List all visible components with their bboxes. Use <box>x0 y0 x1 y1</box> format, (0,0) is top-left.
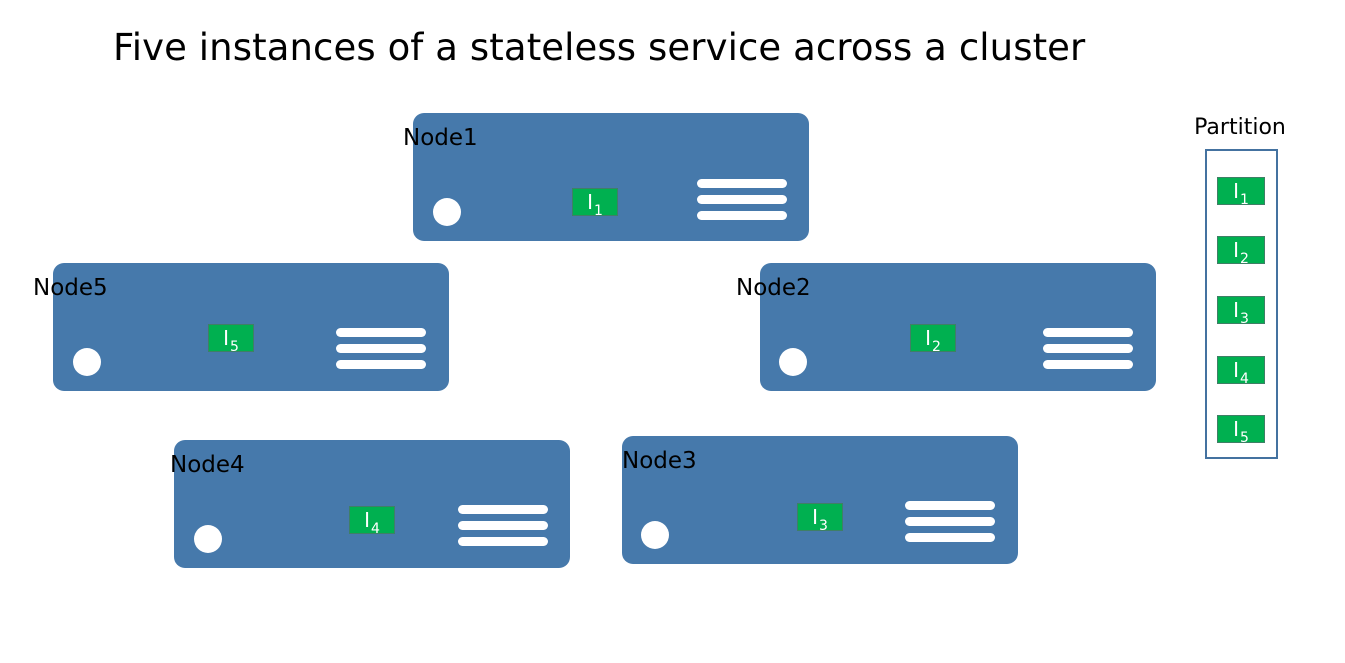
instance-index: 3 <box>1239 311 1249 324</box>
instance-index: 2 <box>931 339 941 352</box>
power-indicator-icon <box>779 348 807 376</box>
node-label: Node4 <box>170 452 245 478</box>
instance-letter: I <box>1233 358 1239 382</box>
partition-box: I1 I2 I3 I4 I5 <box>1205 149 1278 459</box>
instance-badge: I2 <box>910 324 956 352</box>
partition-instance-3: I3 <box>1217 296 1265 324</box>
server-slots-icon <box>1043 328 1133 370</box>
instance-index: 5 <box>1239 430 1249 443</box>
node-label: Node3 <box>622 448 697 474</box>
instance-letter: I <box>1233 298 1239 322</box>
instance-letter: I <box>1233 417 1239 441</box>
node-label: Node5 <box>33 275 108 301</box>
instance-index: 4 <box>1239 371 1249 384</box>
node-label: Node2 <box>736 275 811 301</box>
partition-instance-4: I4 <box>1217 356 1265 384</box>
instance-index: 1 <box>1239 192 1249 205</box>
page-title: Five instances of a stateless service ac… <box>113 26 1086 69</box>
node-2: Node2 I2 <box>736 263 1156 391</box>
partition-title: Partition <box>1194 115 1286 140</box>
instance-index: 2 <box>1239 251 1249 264</box>
instance-letter: I <box>364 508 370 532</box>
power-indicator-icon <box>641 521 669 549</box>
instance-letter: I <box>925 326 931 350</box>
instance-letter: I <box>812 505 818 529</box>
node-4: Node4 I4 <box>170 440 570 568</box>
power-indicator-icon <box>433 198 461 226</box>
node-3: Node3 I3 <box>622 436 1018 564</box>
server-slots-icon <box>697 179 787 221</box>
instance-badge: I3 <box>797 503 843 531</box>
instance-letter: I <box>223 326 229 350</box>
instance-index: 4 <box>370 521 380 534</box>
node-1: Node1 I1 <box>403 113 809 241</box>
instance-letter: I <box>1233 179 1239 203</box>
server-slots-icon <box>905 501 995 543</box>
power-indicator-icon <box>194 525 222 553</box>
instance-index: 1 <box>593 203 603 216</box>
instance-index: 5 <box>229 339 239 352</box>
server-slots-icon <box>458 505 548 547</box>
instance-badge: I4 <box>349 506 395 534</box>
instance-letter: I <box>587 190 593 214</box>
partition-instance-5: I5 <box>1217 415 1265 443</box>
instance-badge: I1 <box>572 188 618 216</box>
instance-index: 3 <box>818 518 828 531</box>
instance-badge: I5 <box>208 324 254 352</box>
node-label: Node1 <box>403 125 478 151</box>
partition-instance-1: I1 <box>1217 177 1265 205</box>
node-5: Node5 I5 <box>33 263 449 391</box>
instance-letter: I <box>1233 238 1239 262</box>
server-slots-icon <box>336 328 426 370</box>
power-indicator-icon <box>73 348 101 376</box>
partition-instance-2: I2 <box>1217 236 1265 264</box>
